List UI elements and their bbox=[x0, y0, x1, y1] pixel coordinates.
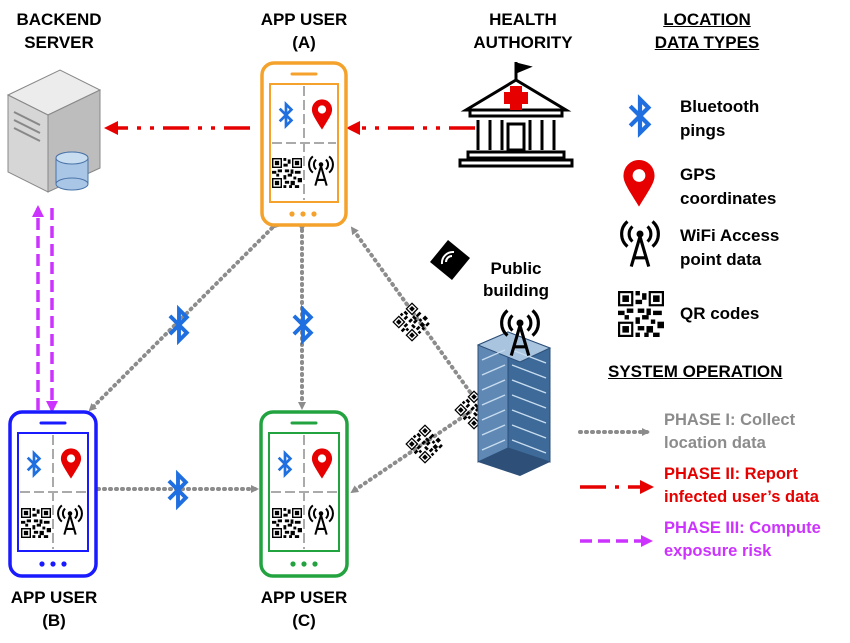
backend-label-line2: SERVER bbox=[24, 33, 94, 52]
app-user-b-label: APP USER (B) bbox=[0, 586, 108, 632]
phase2-line2: infected user’s data bbox=[664, 488, 819, 506]
legend-gps-line2: coordinates bbox=[680, 189, 777, 208]
legend-title-line1: LOCATION bbox=[663, 10, 751, 29]
health-label-line2: AUTHORITY bbox=[473, 33, 573, 52]
phase3-label: PHASE III: Compute exposure risk bbox=[664, 517, 821, 563]
legend-wifi-line2: point data bbox=[680, 250, 762, 269]
nfc-tag-icon bbox=[430, 240, 470, 280]
phase2-line1: PHASE II: Report bbox=[664, 465, 798, 483]
legend-item-gps: GPS coordinates bbox=[680, 163, 776, 211]
phase3-line1: PHASE III: Compute bbox=[664, 519, 821, 537]
app-user-a-label: APP USER (A) bbox=[244, 8, 364, 54]
app-c-label-line2: (C) bbox=[292, 611, 316, 630]
app-b-label-line2: (B) bbox=[42, 611, 66, 630]
app-b-label-line1: APP USER bbox=[10, 588, 98, 607]
legend-wifi-line1: WiFi Access bbox=[680, 226, 780, 245]
legend-qr-line1: QR codes bbox=[680, 304, 760, 323]
phone-app-user-b bbox=[8, 410, 98, 578]
phone-app-user-c bbox=[259, 410, 349, 578]
health-authority-icon bbox=[458, 62, 574, 168]
legend-bluetooth-icon bbox=[630, 99, 648, 133]
legend-qr-code-icon bbox=[618, 291, 664, 337]
legend-item-wifi: WiFi Access point data bbox=[680, 224, 779, 272]
legend-gps-line1: GPS bbox=[680, 165, 716, 184]
phase1-label: PHASE I: Collect location data bbox=[664, 409, 795, 455]
phase1-link-a-b bbox=[88, 220, 280, 412]
red-cross-icon bbox=[504, 86, 528, 110]
public-label-line2: building bbox=[482, 281, 550, 300]
bluetooth-icon bbox=[294, 309, 311, 340]
phone-app-user-a bbox=[260, 61, 348, 227]
app-a-label-line1: APP USER bbox=[260, 10, 348, 29]
legend-wifi-tower-icon bbox=[620, 219, 660, 269]
phase2-label: PHASE II: Report infected user’s data bbox=[664, 463, 819, 509]
legend-title: LOCATION DATA TYPES bbox=[632, 8, 782, 54]
phase3-line2: exposure risk bbox=[664, 542, 772, 560]
qr-code-icon bbox=[392, 302, 432, 342]
health-authority-label: HEALTH AUTHORITY bbox=[460, 8, 586, 54]
legend-gps-pin-icon bbox=[623, 160, 655, 207]
app-a-label-line2: (A) bbox=[292, 33, 316, 52]
phase1-line2: location data bbox=[664, 434, 766, 452]
backend-server-icon bbox=[6, 69, 102, 193]
phase1-link-building-c bbox=[350, 410, 472, 494]
public-building-icon bbox=[476, 331, 552, 476]
health-label-line1: HEALTH bbox=[489, 10, 557, 29]
legend-bluetooth-line2: pings bbox=[680, 121, 726, 140]
public-building-label: Public building bbox=[468, 258, 564, 302]
legend-bluetooth-line1: Bluetooth bbox=[680, 97, 760, 116]
legend-item-bluetooth: Bluetooth pings bbox=[680, 95, 759, 143]
backend-label-line1: BACKEND bbox=[16, 10, 102, 29]
phase1-line1: PHASE I: Collect bbox=[664, 411, 796, 429]
public-label-line1: Public bbox=[490, 259, 542, 278]
legend-title-line2: DATA TYPES bbox=[654, 33, 760, 52]
app-c-label-line1: APP USER bbox=[260, 588, 348, 607]
system-operation-title: SYSTEM OPERATION bbox=[608, 362, 783, 381]
legend-item-qr: QR codes bbox=[680, 302, 759, 326]
backend-server-label: BACKEND SERVER bbox=[4, 8, 114, 54]
app-user-c-label: APP USER (C) bbox=[244, 586, 364, 632]
